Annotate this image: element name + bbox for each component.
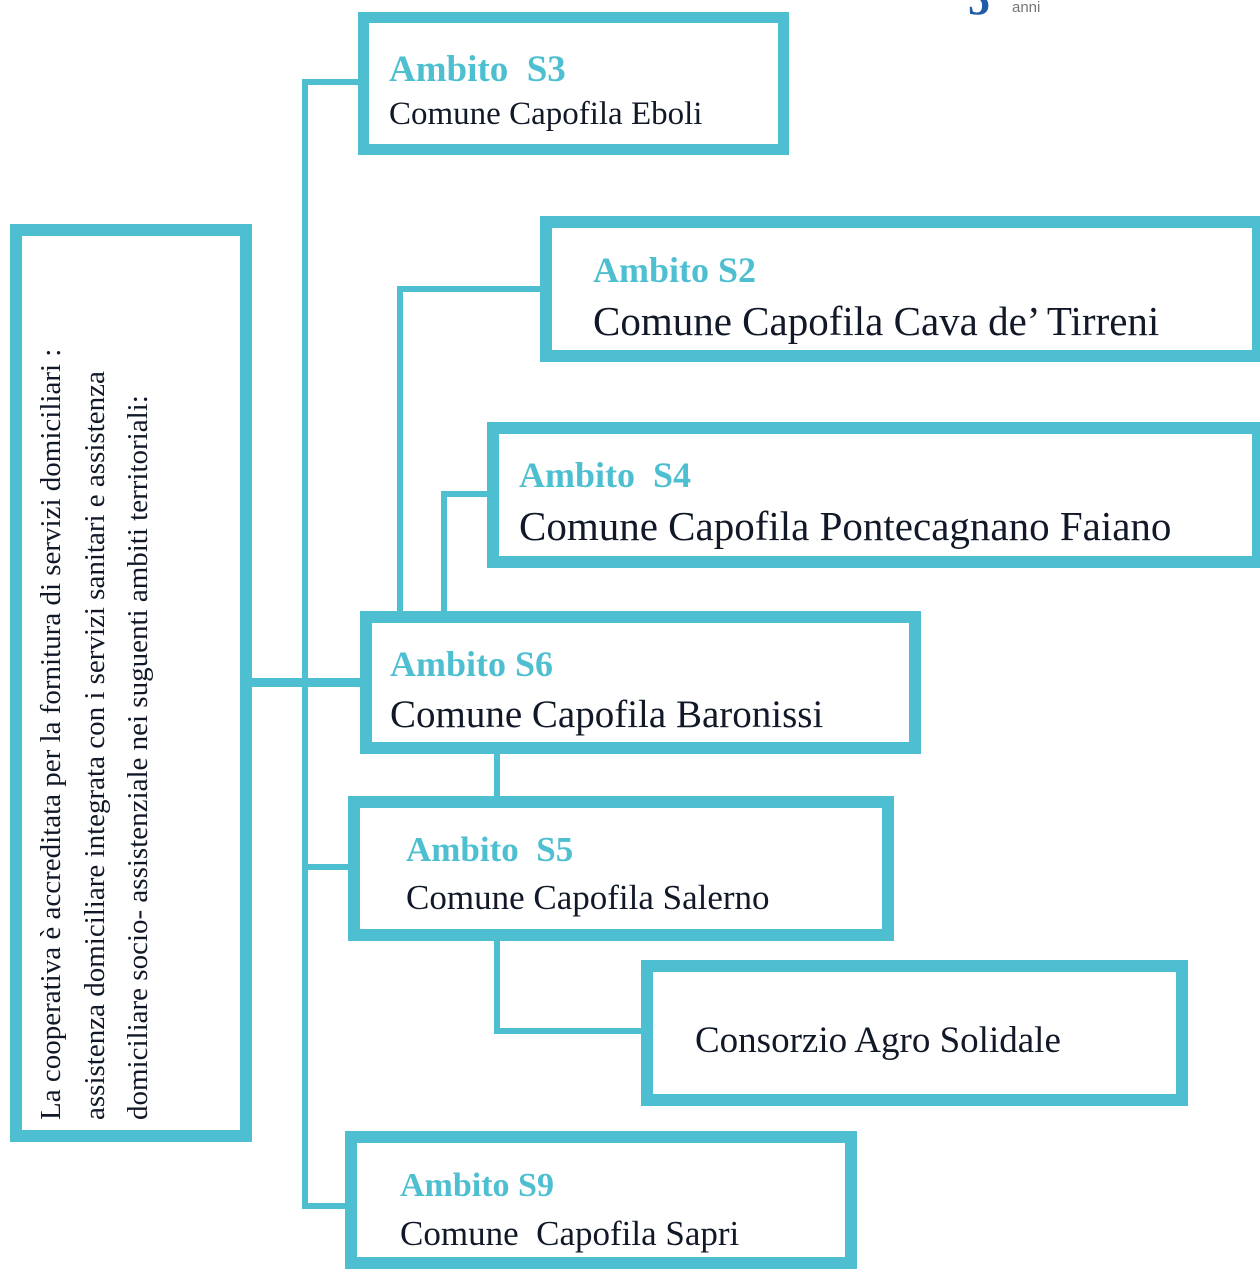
consorzio-label: Consorzio Agro Solidale <box>695 1020 1061 1061</box>
ambito-s9-subtitle: Comune Capofila Sapri <box>400 1214 740 1253</box>
logo-caption: anni <box>1012 0 1041 16</box>
ambito-s4-box: Ambito S4 Comune Capofila Pontecagnano F… <box>487 422 1260 568</box>
ambito-s6-box: Ambito S6 Comune Capofila Baronissi <box>360 611 921 754</box>
ambito-s2-subtitle: Comune Capofila Cava de’ Tirreni <box>593 298 1160 344</box>
connector-s6-to-s2-vertical <box>397 286 403 614</box>
ambito-s3-subtitle: Comune Capofila Eboli <box>389 96 703 132</box>
connector-to-s3 <box>302 79 362 85</box>
connector-s5-to-consorzio-horizontal <box>494 1028 644 1034</box>
intro-box <box>10 224 252 1142</box>
ambito-s5-box: Ambito S5 Comune Capofila Salerno <box>348 796 894 941</box>
connector-s6-to-s4-horizontal <box>441 491 490 497</box>
connector-from-main-box <box>250 678 362 687</box>
ambito-s9-title: Ambito S9 <box>400 1167 554 1204</box>
ambito-s9-box: Ambito S9 Comune Capofila Sapri <box>345 1131 857 1269</box>
connector-s5-to-consorzio-vertical <box>494 938 500 1034</box>
ambito-s6-title: Ambito S6 <box>390 644 554 684</box>
ambito-s2-box: Ambito S2 Comune Capofila Cava de’ Tirre… <box>540 216 1260 362</box>
logo-number: 5 <box>968 0 990 22</box>
ambito-s3-title: Ambito S3 <box>389 49 566 90</box>
consorzio-box: Consorzio Agro Solidale <box>641 960 1188 1106</box>
connector-to-s9 <box>302 1203 348 1209</box>
ambito-s5-subtitle: Comune Capofila Salerno <box>406 878 770 917</box>
ambito-s2-title: Ambito S2 <box>593 250 757 290</box>
ambito-s3-box: Ambito S3 Comune Capofila Eboli <box>358 12 789 155</box>
ambito-s4-title: Ambito S4 <box>519 455 692 495</box>
connector-s6-to-s5 <box>494 752 500 799</box>
connector-to-s5 <box>302 864 352 870</box>
intro-text: La cooperativa è accreditata per la forn… <box>35 348 154 1120</box>
connector-s6-to-s4-vertical <box>441 491 447 614</box>
connector-s6-to-s2-horizontal <box>397 286 543 292</box>
ambito-s4-subtitle: Comune Capofila Pontecagnano Faiano <box>519 503 1172 549</box>
ambito-s5-title: Ambito S5 <box>406 830 574 869</box>
ambito-s6-subtitle: Comune Capofila Baronissi <box>390 693 824 736</box>
connector-main-trunk <box>302 79 308 1209</box>
